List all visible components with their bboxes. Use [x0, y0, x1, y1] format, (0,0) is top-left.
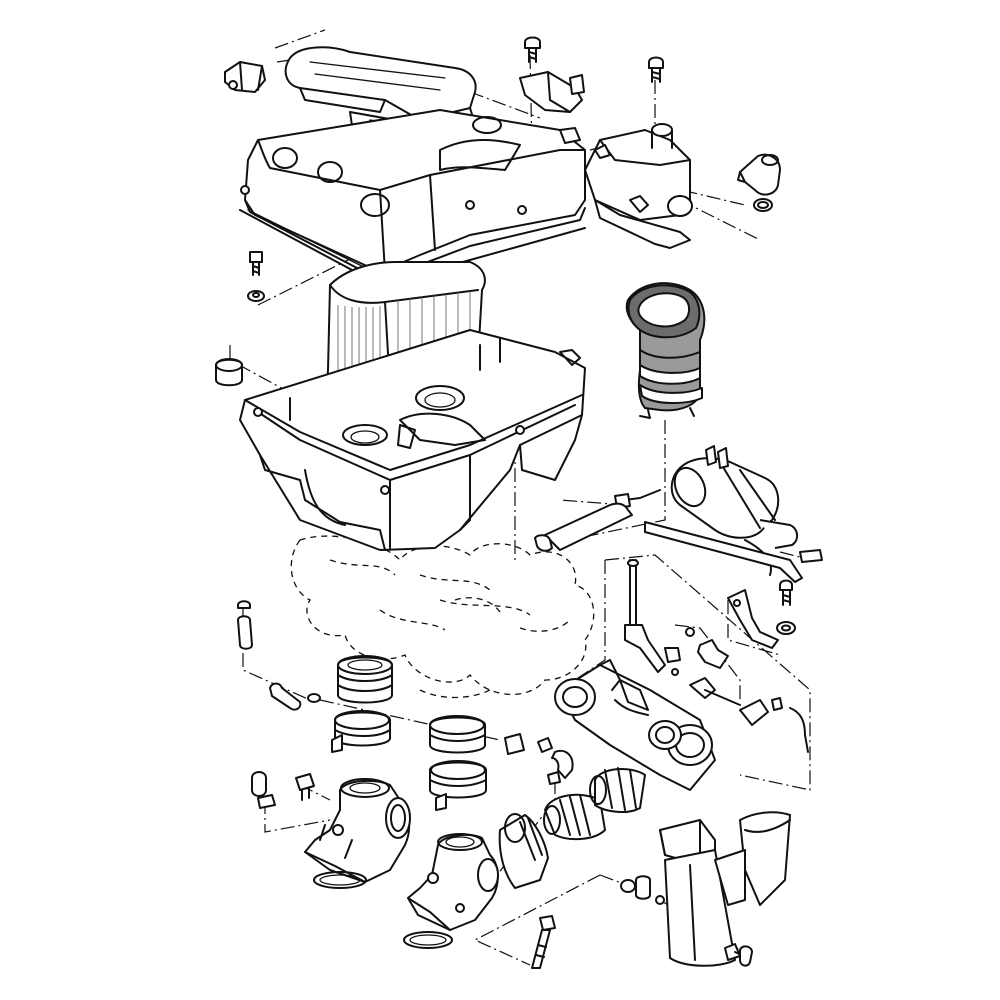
engine-outline	[290, 535, 595, 699]
intake-manifold-left	[304, 778, 411, 889]
mounting-bracket-small	[727, 579, 796, 649]
carb-linkage-parts	[504, 733, 574, 785]
breather-hose-elbow	[625, 282, 706, 419]
screw-top	[524, 36, 664, 83]
carburetor-bank	[554, 559, 809, 791]
joint-rubber-right	[498, 767, 646, 889]
breather-elbow-fitting	[737, 153, 781, 212]
manifold-bolt-left	[295, 773, 315, 801]
breather-chamber	[519, 71, 693, 249]
washers-bottom	[620, 875, 651, 900]
air-cleaner-case-lower	[239, 329, 586, 551]
fuel-hose	[534, 502, 823, 583]
vacuum-hose-pieces	[237, 600, 321, 809]
mounting-bracket	[655, 811, 791, 967]
rubber-bushing	[215, 358, 243, 387]
long-bolt	[531, 915, 556, 969]
fuel-pump	[614, 445, 798, 576]
carburetor-joint-rubbers	[331, 655, 393, 753]
air-cleaner-case-cover	[240, 109, 586, 281]
intake-manifold-right	[403, 833, 499, 949]
bolt-bottom-right	[724, 943, 753, 967]
hose-clamps	[429, 715, 487, 811]
bolts-and-washers	[247, 251, 265, 302]
duct-clip	[224, 61, 266, 93]
